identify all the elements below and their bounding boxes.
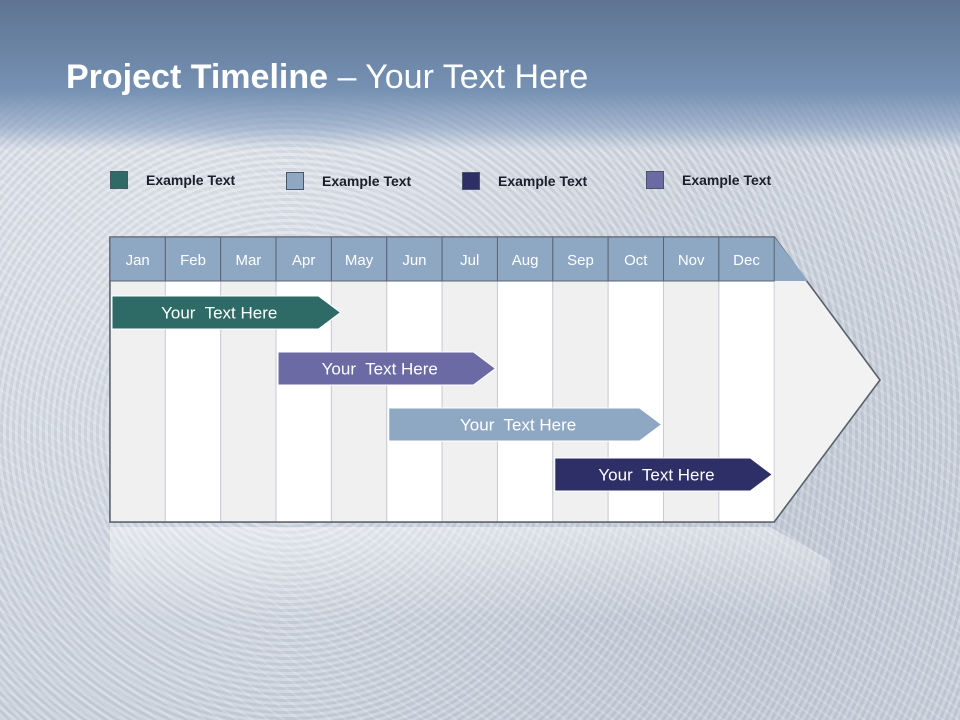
month-label: Sep — [567, 252, 594, 269]
month-header-cell — [496, 236, 554, 282]
title-bold: Project Timeline — [66, 58, 329, 96]
legend-label-1: Example Text — [146, 172, 236, 188]
month-header-cell — [386, 236, 443, 282]
title-rest: – Your Text Here — [328, 58, 589, 96]
legend-label-3: Example Text — [498, 173, 588, 189]
month-header-cell — [109, 236, 166, 282]
month-header-cell — [663, 236, 720, 282]
task-bar-label: Your Text Here — [161, 304, 277, 323]
task-bar-label: Your Text Here — [322, 360, 438, 379]
task-bar — [554, 457, 774, 492]
month-label: Apr — [292, 252, 315, 269]
month-header-cell — [552, 236, 609, 282]
month-label: Mar — [235, 252, 261, 269]
legend-swatch-1 — [110, 171, 128, 189]
month-label: Jan — [126, 252, 150, 269]
month-header-cell — [164, 236, 222, 282]
header-band — [0, 0, 960, 150]
timeline-reflection — [110, 527, 830, 620]
month-column — [496, 280, 554, 523]
month-header-cell — [607, 236, 665, 282]
task-bar-label: Your Text Here — [460, 416, 576, 435]
legend-label-4: Example Text — [682, 172, 772, 188]
month-header-cell — [441, 236, 498, 282]
task-bar-label: Your Text Here — [598, 466, 714, 485]
legend-swatch-2 — [286, 172, 304, 190]
month-column — [441, 280, 498, 523]
month-column — [386, 280, 443, 523]
timeline-outline — [109, 236, 881, 523]
month-label: Dec — [733, 252, 760, 269]
legend-swatch-4 — [646, 171, 664, 189]
header-tip — [774, 237, 809, 281]
month-label: Aug — [512, 252, 539, 269]
task-bar — [277, 351, 497, 386]
month-header: Jan Feb Mar Apr May Jun Jul Aug Sep Oct Nov Dec — [109, 236, 809, 282]
legend-swatch-3 — [462, 172, 480, 190]
legend-label-2: Example Text — [322, 173, 412, 189]
month-label: Oct — [624, 252, 648, 269]
month-label: Jun — [402, 252, 426, 269]
month-column — [330, 280, 388, 523]
task-bar — [388, 407, 663, 442]
page-title: Project Timeline – Your Text Here — [66, 58, 588, 97]
month-label: May — [345, 252, 374, 269]
month-label: Nov — [678, 252, 705, 269]
month-header-cell — [718, 236, 775, 282]
month-label: Feb — [180, 252, 206, 269]
month-header-cell — [330, 236, 388, 282]
task-bar — [111, 295, 342, 330]
month-label: Jul — [460, 252, 479, 269]
